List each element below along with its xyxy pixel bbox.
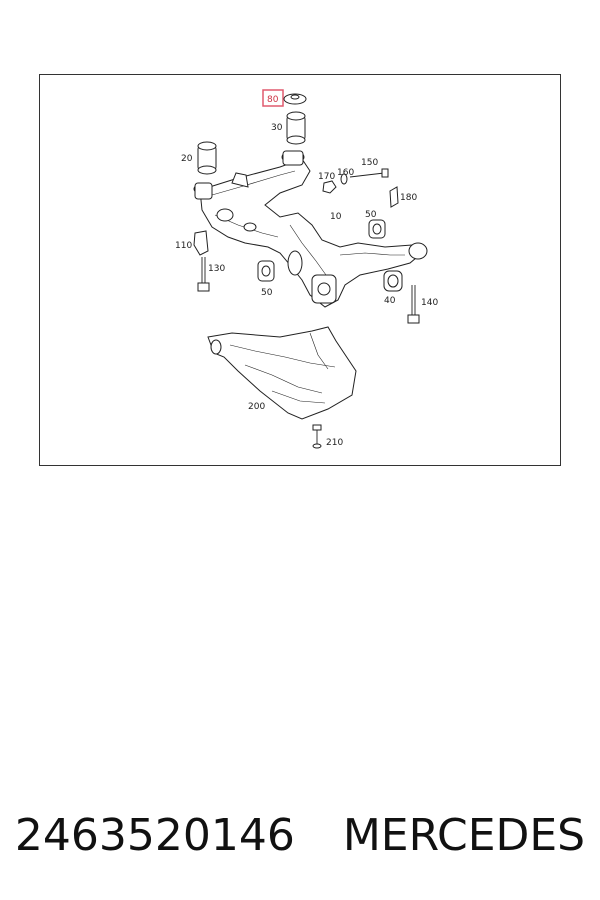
part-210-screw [312,424,322,449]
part-number: 2463520146 [14,809,295,861]
part-50-bushing-left [257,260,275,282]
callout-130: 130 [208,264,225,274]
part-40-bushing [383,270,403,292]
part-150-bolt [349,168,389,178]
part-110-bracket [193,230,209,256]
callout-200: 200 [248,402,265,412]
part-170-nut [322,180,337,194]
parts-diagram: 80 30 20 [39,74,561,466]
callout-20: 20 [181,154,193,164]
callout-80-highlight-box[interactable] [262,89,284,107]
callout-150: 150 [361,158,378,168]
callout-210: 210 [326,438,343,448]
part-30-bushing [286,111,306,145]
part-180-clip [389,186,399,208]
callout-50-left: 50 [261,288,273,298]
callout-140: 140 [421,298,438,308]
part-140-bolt [407,285,420,324]
callout-50-right: 50 [365,210,377,220]
callout-160: 160 [337,168,354,178]
callout-170: 170 [318,172,335,182]
part-200-underbody-panel [207,326,357,420]
part-10-subframe [193,150,428,308]
caption: 2463520146 MERCEDES [0,790,600,880]
part-50-bushing-right [368,219,386,239]
subframe-exploded-view: 80 30 20 [175,89,438,449]
callout-30: 30 [271,123,283,133]
part-20-bushing [197,141,217,175]
part-130-bolt [197,257,210,292]
part-80-washer [283,93,307,105]
callout-180: 180 [400,193,417,203]
callout-110: 110 [175,241,192,251]
callout-10: 10 [330,212,342,222]
brand-name: MERCEDES [342,809,586,861]
callout-80: 80 [267,95,279,105]
part-160-washer [340,173,348,185]
callout-40: 40 [384,296,396,306]
